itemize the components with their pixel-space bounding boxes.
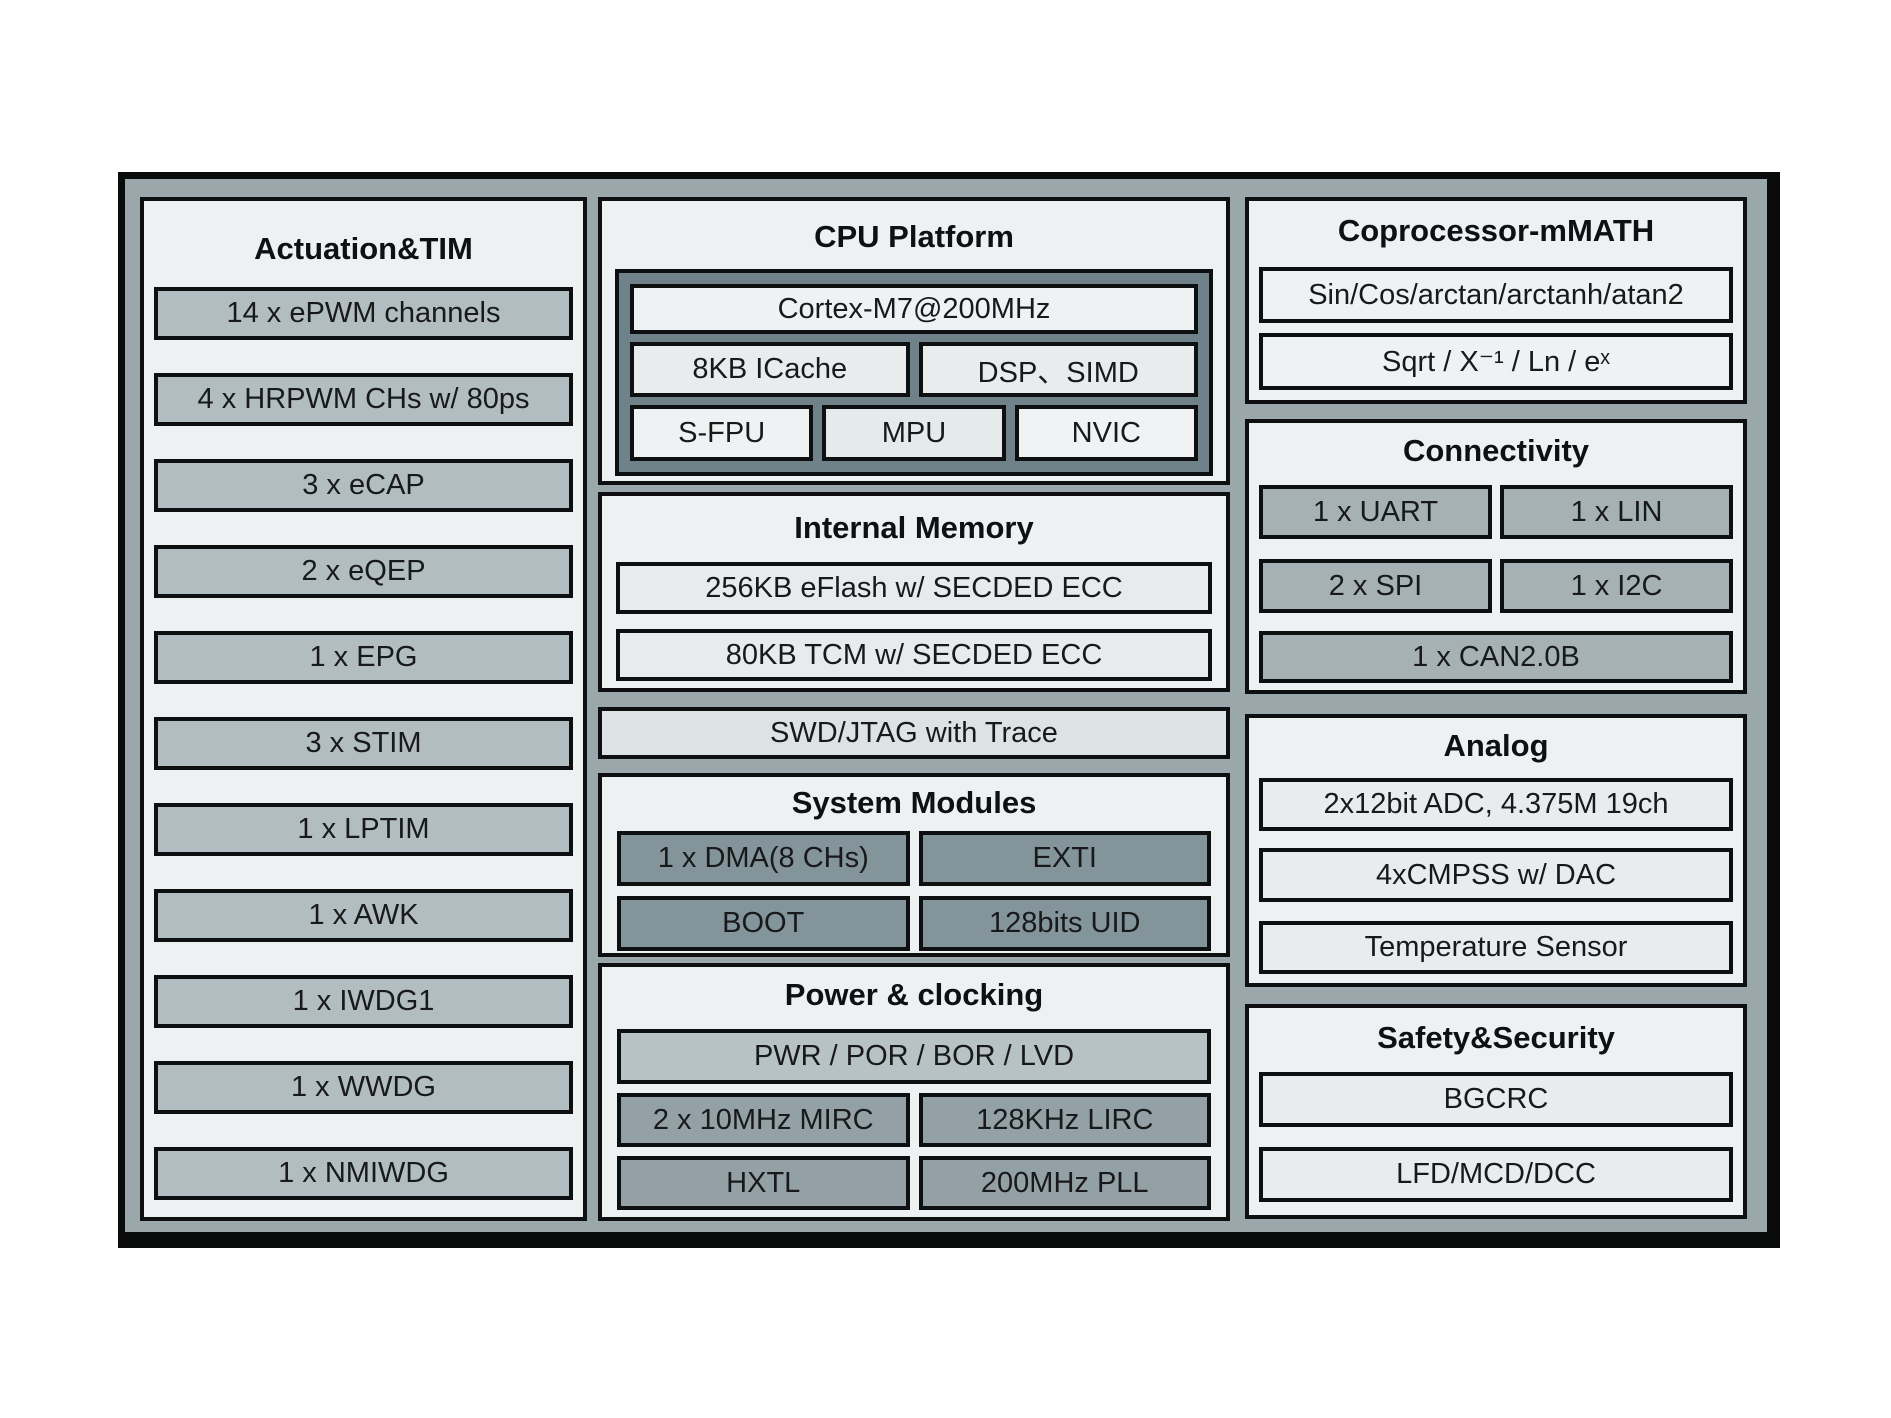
- block-awk: 1 x AWK: [154, 889, 573, 942]
- block-nmiwdg: 1 x NMIWDG: [154, 1147, 573, 1200]
- actuation-item-list: 14 x ePWM channels 4 x HRPWM CHs w/ 80ps…: [154, 287, 573, 1200]
- block-spi: 2 x SPI: [1259, 559, 1492, 613]
- block-i2c: 1 x I2C: [1500, 559, 1733, 613]
- block-hrpwm: 4 x HRPWM CHs w/ 80ps: [154, 373, 573, 426]
- actuation-tim-title: Actuation&TIM: [254, 231, 473, 266]
- system-row-2: BOOT 128bits UID: [617, 896, 1211, 951]
- block-mirc: 2 x 10MHz MIRC: [617, 1093, 910, 1147]
- block-can: 1 x CAN2.0B: [1259, 631, 1733, 683]
- panel-system-modules: System Modules 1 x DMA(8 CHs) EXTI BOOT …: [598, 773, 1230, 957]
- block-lptim: 1 x LPTIM: [154, 803, 573, 856]
- block-iwdg1: 1 x IWDG1: [154, 975, 573, 1028]
- panel-coprocessor-mmath: Coprocessor-mMATH Sin/Cos/arctan/arctanh…: [1245, 197, 1747, 404]
- column-middle: CPU Platform Cortex-M7@200MHz 8KB ICache…: [598, 197, 1230, 1221]
- block-sqrt-ln-exp: Sqrt / X⁻¹ / Ln / eˣ: [1259, 333, 1733, 390]
- connectivity-row-2: 2 x SPI 1 x I2C: [1259, 559, 1733, 613]
- block-icache: 8KB ICache: [630, 342, 910, 397]
- panel-connectivity: Connectivity 1 x UART 1 x LIN 2 x SPI 1 …: [1245, 419, 1747, 694]
- chip-frame: Actuation&TIM 14 x ePWM channels 4 x HRP…: [118, 172, 1780, 1248]
- cpu-row-2: 8KB ICache DSP、SIMD: [630, 342, 1198, 397]
- block-cortex-m7: Cortex-M7@200MHz: [630, 284, 1198, 334]
- block-sfpu: S-FPU: [630, 405, 814, 461]
- panel-safety-security: Safety&Security BGCRC LFD/MCD/DCC: [1245, 1004, 1747, 1219]
- block-exti: EXTI: [918, 831, 1211, 886]
- panel-cpu-platform: CPU Platform Cortex-M7@200MHz 8KB ICache…: [598, 197, 1230, 485]
- block-eflash: 256KB eFlash w/ SECDED ECC: [616, 562, 1212, 614]
- bar-swd-jtag: SWD/JTAG with Trace: [598, 707, 1230, 759]
- panel-analog: Analog 2x12bit ADC, 4.375M 19ch 4xCMPSS …: [1245, 714, 1747, 987]
- block-trig-functions: Sin/Cos/arctan/arctanh/atan2: [1259, 267, 1733, 323]
- block-bgcrc: BGCRC: [1259, 1072, 1733, 1127]
- coprocessor-title: Coprocessor-mMATH: [1337, 213, 1655, 248]
- block-cmpss: 4xCMPSS w/ DAC: [1259, 848, 1733, 902]
- block-eqep: 2 x eQEP: [154, 545, 573, 598]
- block-hxtl: HXTL: [617, 1156, 910, 1210]
- cpu-core-container: Cortex-M7@200MHz 8KB ICache DSP、SIMD S-F…: [615, 269, 1213, 476]
- connectivity-row-1: 1 x UART 1 x LIN: [1259, 485, 1733, 539]
- block-stim: 3 x STIM: [154, 717, 573, 770]
- block-nvic: NVIC: [1014, 405, 1198, 461]
- internal-memory-title: Internal Memory: [794, 510, 1034, 545]
- system-row-1: 1 x DMA(8 CHs) EXTI: [617, 831, 1211, 886]
- power-row-1: 2 x 10MHz MIRC 128KHz LIRC: [617, 1093, 1211, 1147]
- block-boot: BOOT: [617, 896, 910, 951]
- block-dsp-simd: DSP、SIMD: [918, 342, 1198, 397]
- block-epg: 1 x EPG: [154, 631, 573, 684]
- column-left: Actuation&TIM 14 x ePWM channels 4 x HRP…: [140, 197, 587, 1221]
- block-pll: 200MHz PLL: [918, 1156, 1211, 1210]
- block-uart: 1 x UART: [1259, 485, 1492, 539]
- analog-title: Analog: [1443, 728, 1549, 763]
- connectivity-title: Connectivity: [1402, 433, 1590, 468]
- block-temperature-sensor: Temperature Sensor: [1259, 921, 1733, 974]
- block-ecap: 3 x eCAP: [154, 459, 573, 512]
- safety-security-title: Safety&Security: [1377, 1020, 1615, 1055]
- panel-power-clocking: Power & clocking PWR / POR / BOR / LVD 2…: [598, 963, 1230, 1221]
- block-lirc: 128KHz LIRC: [918, 1093, 1211, 1147]
- block-uid: 128bits UID: [918, 896, 1211, 951]
- block-lfd-mcd-dcc: LFD/MCD/DCC: [1259, 1147, 1733, 1202]
- column-right: Coprocessor-mMATH Sin/Cos/arctan/arctanh…: [1245, 197, 1747, 1221]
- block-adc: 2x12bit ADC, 4.375M 19ch: [1259, 778, 1733, 831]
- block-dma: 1 x DMA(8 CHs): [617, 831, 910, 886]
- cpu-row-3: S-FPU MPU NVIC: [630, 405, 1198, 461]
- block-lin: 1 x LIN: [1500, 485, 1733, 539]
- block-pwr-por-bor-lvd: PWR / POR / BOR / LVD: [617, 1029, 1211, 1084]
- power-row-2: HXTL 200MHz PLL: [617, 1156, 1211, 1210]
- block-tcm: 80KB TCM w/ SECDED ECC: [616, 629, 1212, 681]
- block-mpu: MPU: [822, 405, 1006, 461]
- cpu-platform-title: CPU Platform: [814, 219, 1014, 254]
- panel-internal-memory: Internal Memory 256KB eFlash w/ SECDED E…: [598, 492, 1230, 692]
- block-wwdg: 1 x WWDG: [154, 1061, 573, 1114]
- panel-actuation-tim: Actuation&TIM 14 x ePWM channels 4 x HRP…: [140, 197, 587, 1221]
- block-epwm-channels: 14 x ePWM channels: [154, 287, 573, 340]
- system-modules-title: System Modules: [791, 785, 1037, 820]
- power-clocking-title: Power & clocking: [784, 977, 1044, 1012]
